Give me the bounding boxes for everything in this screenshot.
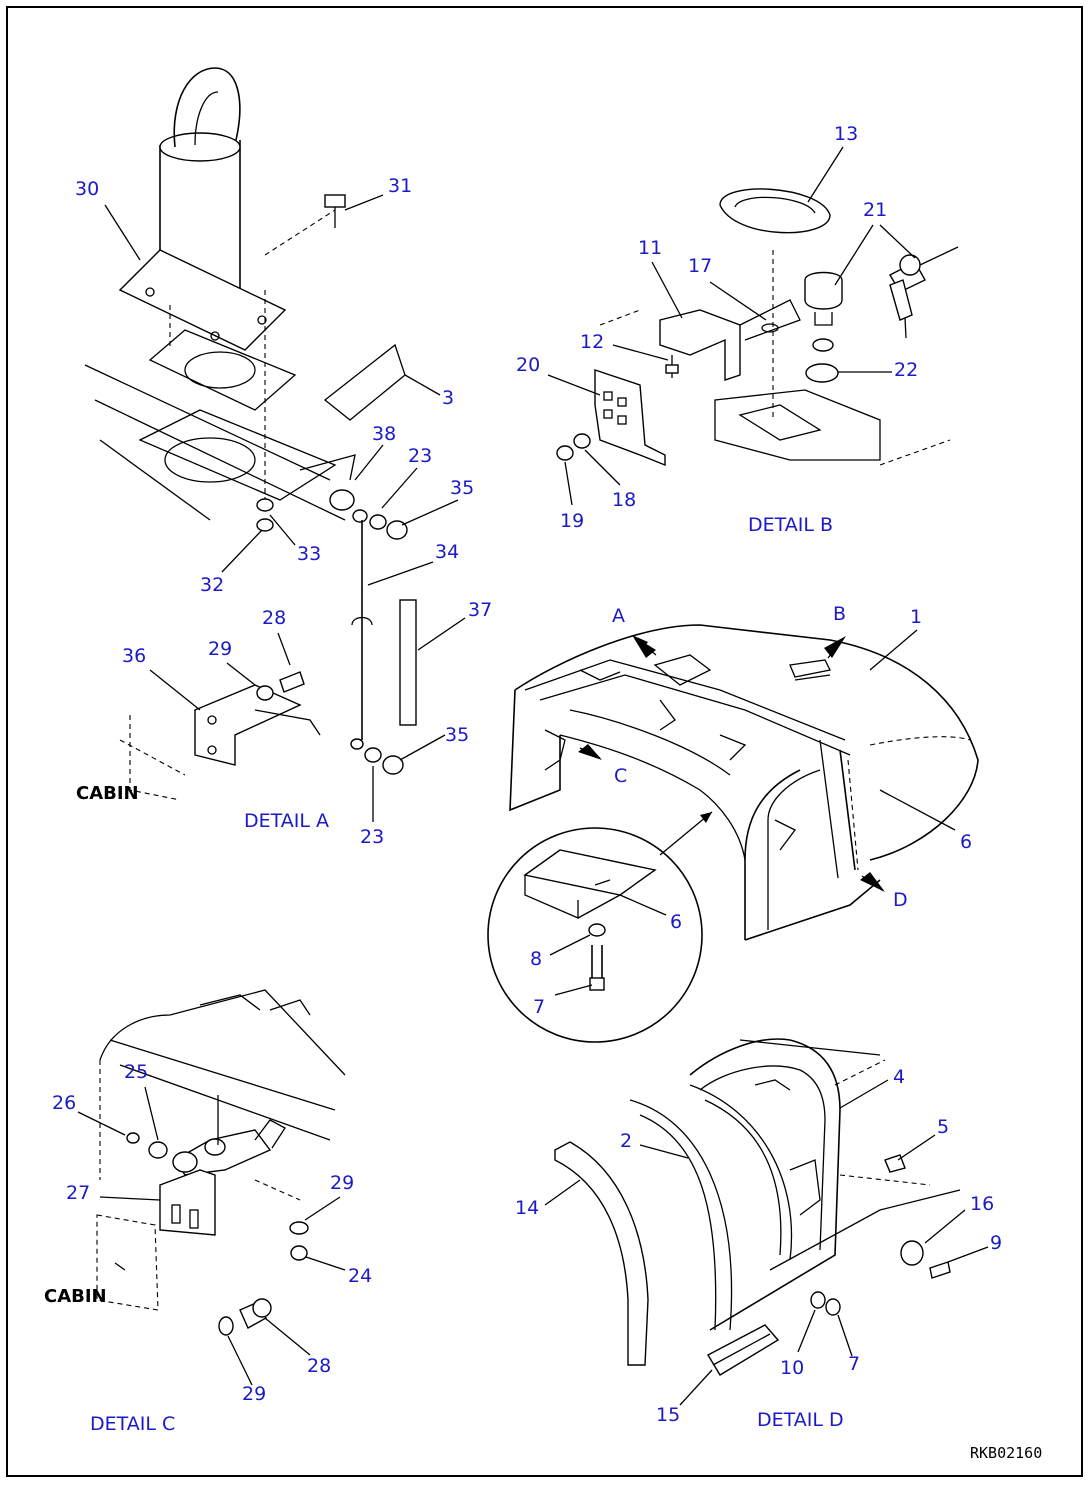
part-number-24: 24 bbox=[348, 1265, 372, 1287]
part-number-35: 35 bbox=[450, 477, 474, 499]
detail-d-title: DETAIL D bbox=[757, 1409, 844, 1431]
part-number-22: 22 bbox=[894, 359, 918, 381]
detail-c-title: DETAIL C bbox=[90, 1413, 175, 1435]
detail-a-drawing bbox=[84, 67, 417, 801]
part-number-32: 32 bbox=[200, 574, 224, 596]
detail-d-drawing bbox=[554, 1038, 961, 1376]
part-number-11: 11 bbox=[638, 237, 662, 259]
part-number-5: 5 bbox=[937, 1116, 949, 1138]
view-marker-d: D bbox=[893, 889, 908, 911]
part-number-28: 28 bbox=[262, 607, 286, 629]
hood-assembly-drawing bbox=[487, 624, 979, 1043]
part-number-12: 12 bbox=[580, 331, 604, 353]
part-number-34: 34 bbox=[435, 541, 459, 563]
part-number-25: 25 bbox=[124, 1061, 148, 1083]
part-number-18: 18 bbox=[612, 489, 636, 511]
part-number-3: 3 bbox=[442, 387, 454, 409]
part-number-29-c-lower: 29 bbox=[242, 1383, 266, 1405]
part-number-7: 7 bbox=[533, 996, 545, 1018]
part-number-1: 1 bbox=[910, 606, 922, 628]
part-number-38: 38 bbox=[372, 423, 396, 445]
part-number-6-detail: 6 bbox=[670, 911, 682, 933]
part-number-16: 16 bbox=[970, 1193, 994, 1215]
detail-a-title: DETAIL A bbox=[244, 810, 329, 832]
part-number-23: 23 bbox=[408, 445, 432, 467]
part-number-13: 13 bbox=[834, 123, 858, 145]
leader-lines bbox=[77, 146, 989, 1406]
part-number-4: 4 bbox=[893, 1066, 905, 1088]
detail-titles: DETAIL A DETAIL B DETAIL C DETAIL D CABI… bbox=[44, 514, 1042, 1462]
view-marker-c: C bbox=[614, 765, 627, 787]
part-callouts: 30 31 3 38 23 35 34 37 33 32 28 29 36 35… bbox=[52, 123, 1002, 1426]
part-number-6: 6 bbox=[960, 831, 972, 853]
part-number-29: 29 bbox=[208, 638, 232, 660]
part-number-20: 20 bbox=[516, 354, 540, 376]
part-number-37: 37 bbox=[468, 599, 492, 621]
cabin-label-a: CABIN bbox=[76, 783, 139, 804]
detail-c-drawing bbox=[96, 989, 346, 1336]
part-number-28-c: 28 bbox=[307, 1355, 331, 1377]
part-number-21: 21 bbox=[863, 199, 887, 221]
part-number-23-lower: 23 bbox=[360, 826, 384, 848]
part-number-29-c: 29 bbox=[330, 1172, 354, 1194]
part-number-19: 19 bbox=[560, 510, 584, 532]
part-number-26: 26 bbox=[52, 1092, 76, 1114]
part-number-10: 10 bbox=[780, 1357, 804, 1379]
detail-b-drawing bbox=[556, 188, 959, 467]
part-number-8: 8 bbox=[530, 948, 542, 970]
cabin-label-c: CABIN bbox=[44, 1286, 107, 1307]
part-number-15: 15 bbox=[656, 1404, 680, 1426]
detail-b-title: DETAIL B bbox=[748, 514, 833, 536]
part-number-31: 31 bbox=[388, 175, 412, 197]
drawing-frame bbox=[6, 6, 1083, 1477]
part-number-35-lower: 35 bbox=[445, 724, 469, 746]
part-number-14: 14 bbox=[515, 1197, 539, 1219]
part-number-30: 30 bbox=[75, 178, 99, 200]
view-marker-a: A bbox=[612, 605, 625, 627]
view-marker-b: B bbox=[833, 603, 846, 625]
part-number-2: 2 bbox=[620, 1130, 632, 1152]
part-number-27: 27 bbox=[66, 1182, 90, 1204]
part-number-36: 36 bbox=[122, 645, 146, 667]
part-number-33: 33 bbox=[297, 543, 321, 565]
part-number-17: 17 bbox=[688, 255, 712, 277]
drawing-code: RKB02160 bbox=[970, 1444, 1042, 1462]
part-number-9: 9 bbox=[990, 1232, 1002, 1254]
part-number-7-detail-d: 7 bbox=[848, 1353, 860, 1375]
